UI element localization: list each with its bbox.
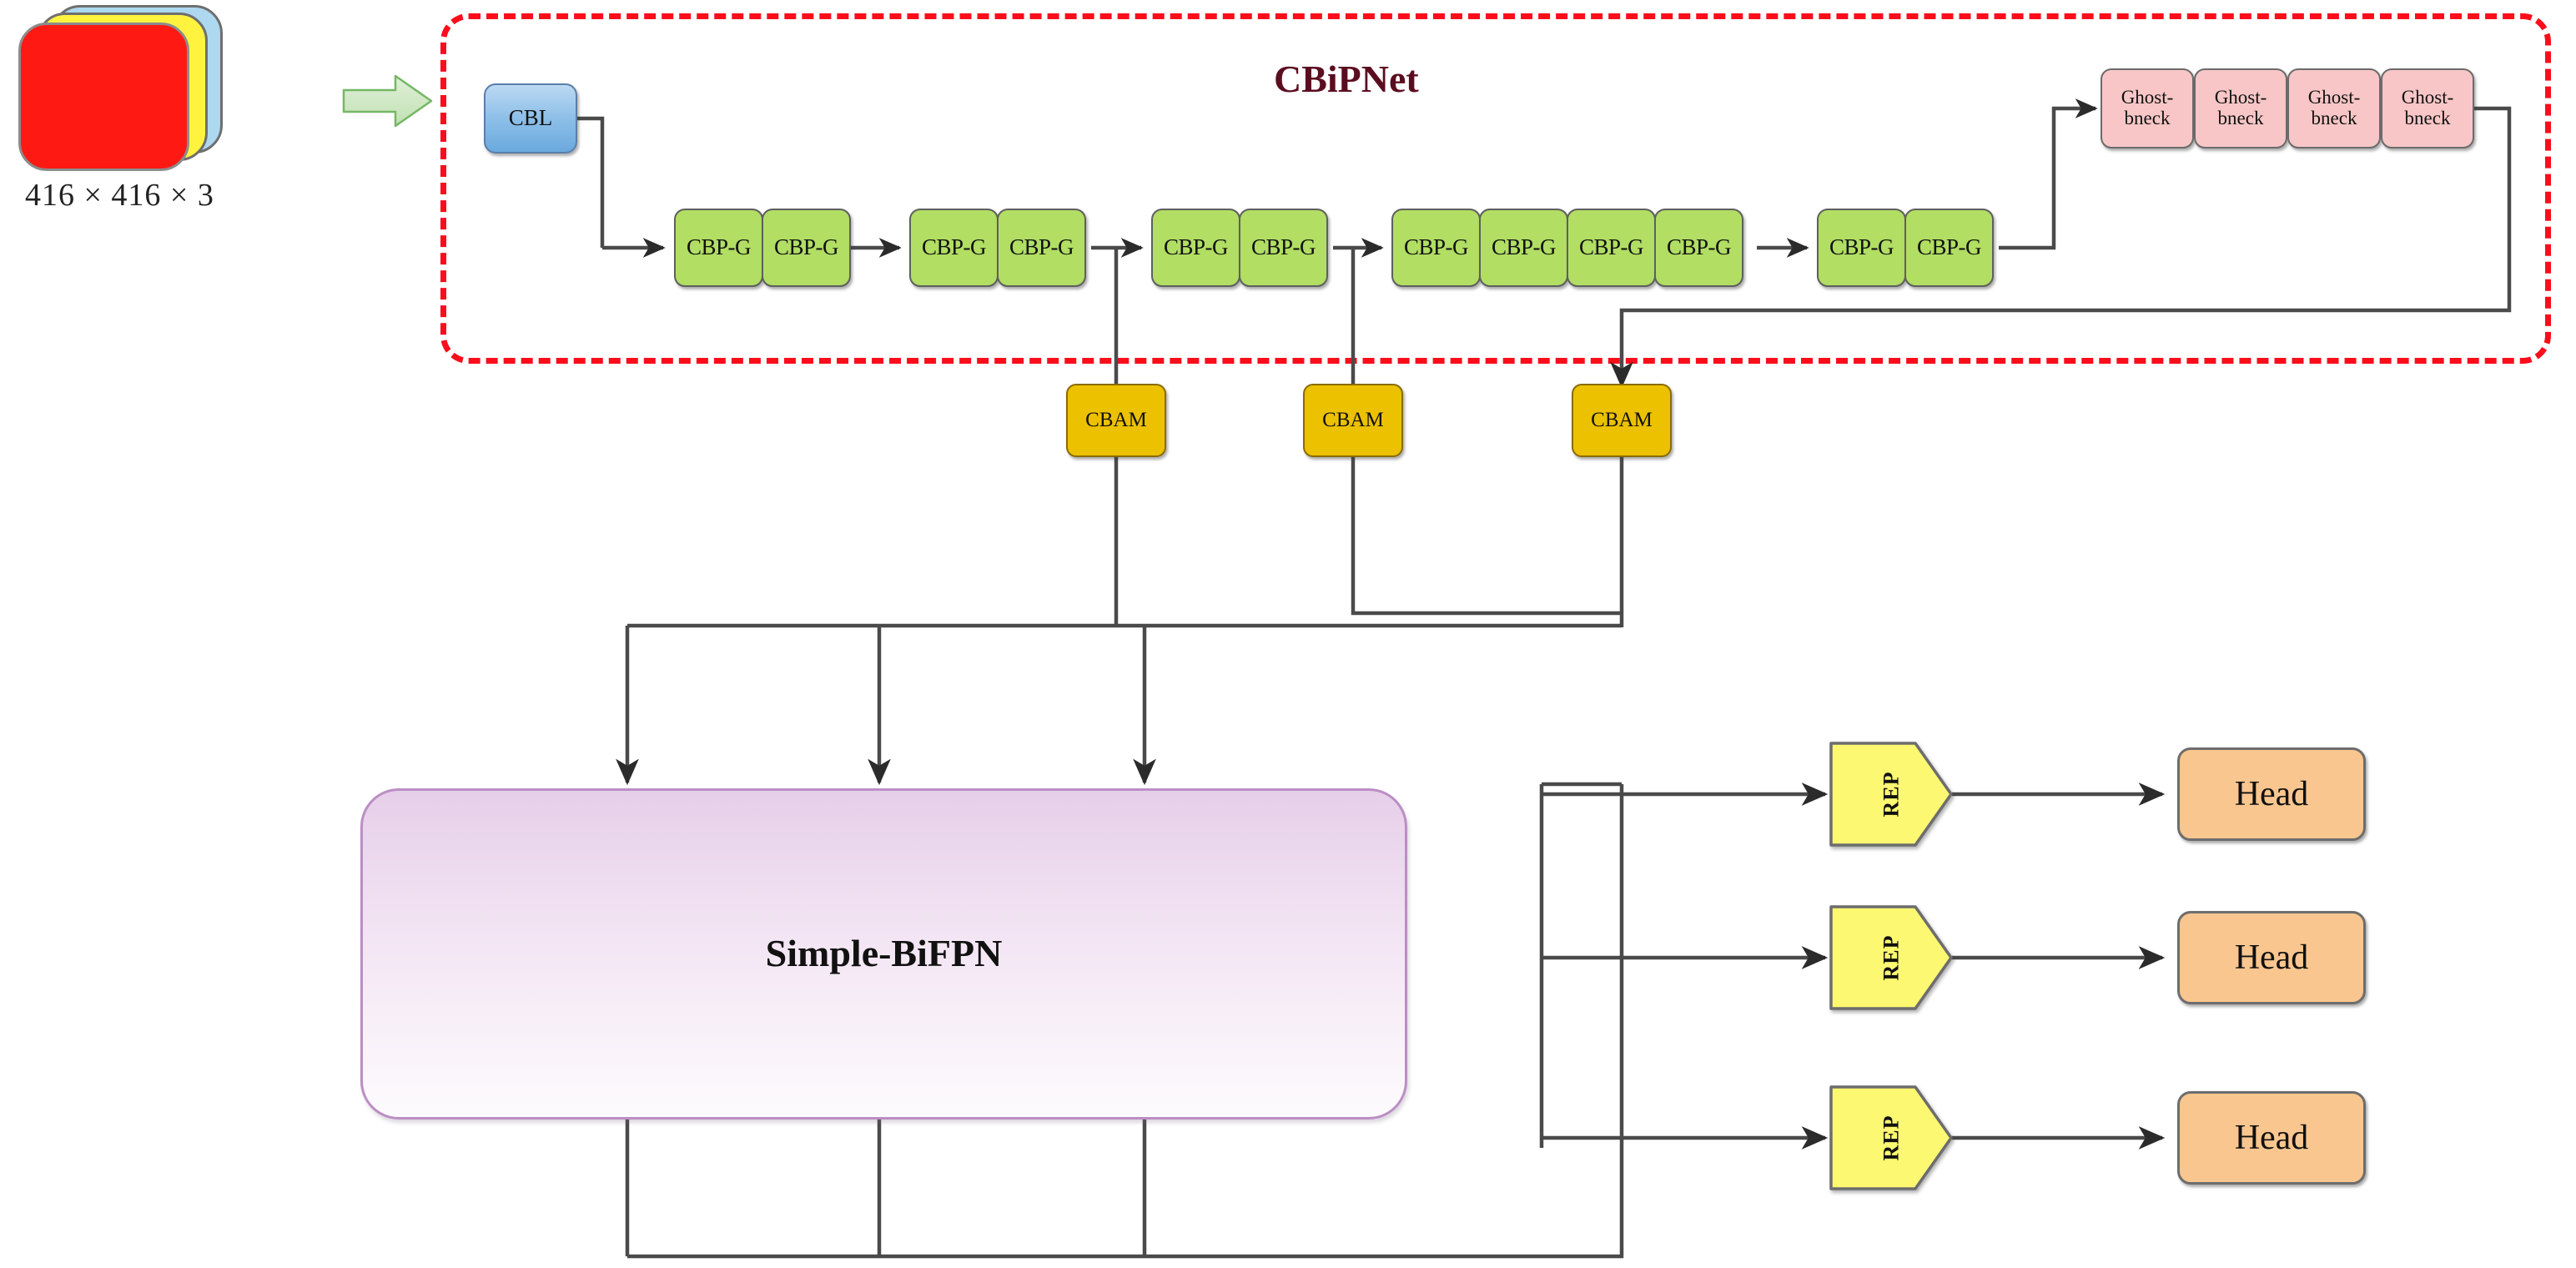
cbpg-block[interactable]: CBP-G	[997, 209, 1086, 287]
rep-label: REP	[1879, 771, 1903, 818]
cbipnet-container	[440, 13, 2551, 364]
input-image-stack	[18, 5, 227, 172]
ghost-bneck-line2: bneck	[2404, 108, 2451, 128]
ghost-bneck-line1: Ghost-	[2214, 87, 2267, 108]
cbpg-block[interactable]: CBP-G	[1567, 209, 1656, 287]
head-block-3[interactable]: Head	[2177, 1091, 2366, 1185]
cbl-block[interactable]: CBL	[484, 83, 577, 153]
ghost-bneck-line2: bneck	[2311, 108, 2357, 128]
rep-block-3[interactable]: REP	[1829, 1084, 1954, 1191]
rep-label: REP	[1879, 1115, 1903, 1161]
input-sheet-red	[18, 23, 189, 171]
ghost-bneck-line1: Ghost-	[2307, 87, 2361, 108]
rep-label: REP	[1879, 934, 1903, 981]
green-block-arrow-icon	[342, 73, 434, 128]
cbpg-block[interactable]: CBP-G	[1904, 209, 1994, 287]
cbpg-block[interactable]: CBP-G	[762, 209, 851, 287]
cbpg-block[interactable]: CBP-G	[674, 209, 763, 287]
ghost-bneck-line1: Ghost-	[2401, 87, 2454, 108]
cbpg-block[interactable]: CBP-G	[1151, 209, 1240, 287]
cbpg-block[interactable]: CBP-G	[1239, 209, 1328, 287]
ghost-bneck-block[interactable]: Ghost- bneck	[2287, 68, 2381, 148]
cbpg-block[interactable]: CBP-G	[1817, 209, 1906, 287]
ghost-bneck-line2: bneck	[2217, 108, 2264, 128]
cbam-block-1[interactable]: CBAM	[1066, 384, 1166, 457]
cbam-block-2[interactable]: CBAM	[1303, 384, 1403, 457]
cbpg-block[interactable]: CBP-G	[1479, 209, 1568, 287]
ghost-bneck-block[interactable]: Ghost- bneck	[2101, 68, 2194, 148]
cbpg-block[interactable]: CBP-G	[909, 209, 999, 287]
cbpg-block[interactable]: CBP-G	[1654, 209, 1743, 287]
ghost-bneck-line1: Ghost-	[2121, 87, 2174, 108]
simple-bifpn-block[interactable]: Simple-BiFPN	[360, 788, 1407, 1120]
ghost-bneck-line2: bneck	[2124, 108, 2171, 128]
ghost-bneck-block[interactable]: Ghost- bneck	[2194, 68, 2287, 148]
input-dimension-label: 416 × 416 × 3	[25, 178, 214, 213]
rep-block-1[interactable]: REP	[1829, 741, 1954, 848]
ghost-bneck-block[interactable]: Ghost- bneck	[2381, 68, 2474, 148]
cbpg-block[interactable]: CBP-G	[1391, 209, 1481, 287]
head-block-1[interactable]: Head	[2177, 747, 2366, 841]
cbam-block-3[interactable]: CBAM	[1572, 384, 1672, 457]
rep-block-2[interactable]: REP	[1829, 904, 1954, 1011]
cbipnet-title: CBiPNet	[1274, 58, 1419, 100]
head-block-2[interactable]: Head	[2177, 911, 2366, 1004]
